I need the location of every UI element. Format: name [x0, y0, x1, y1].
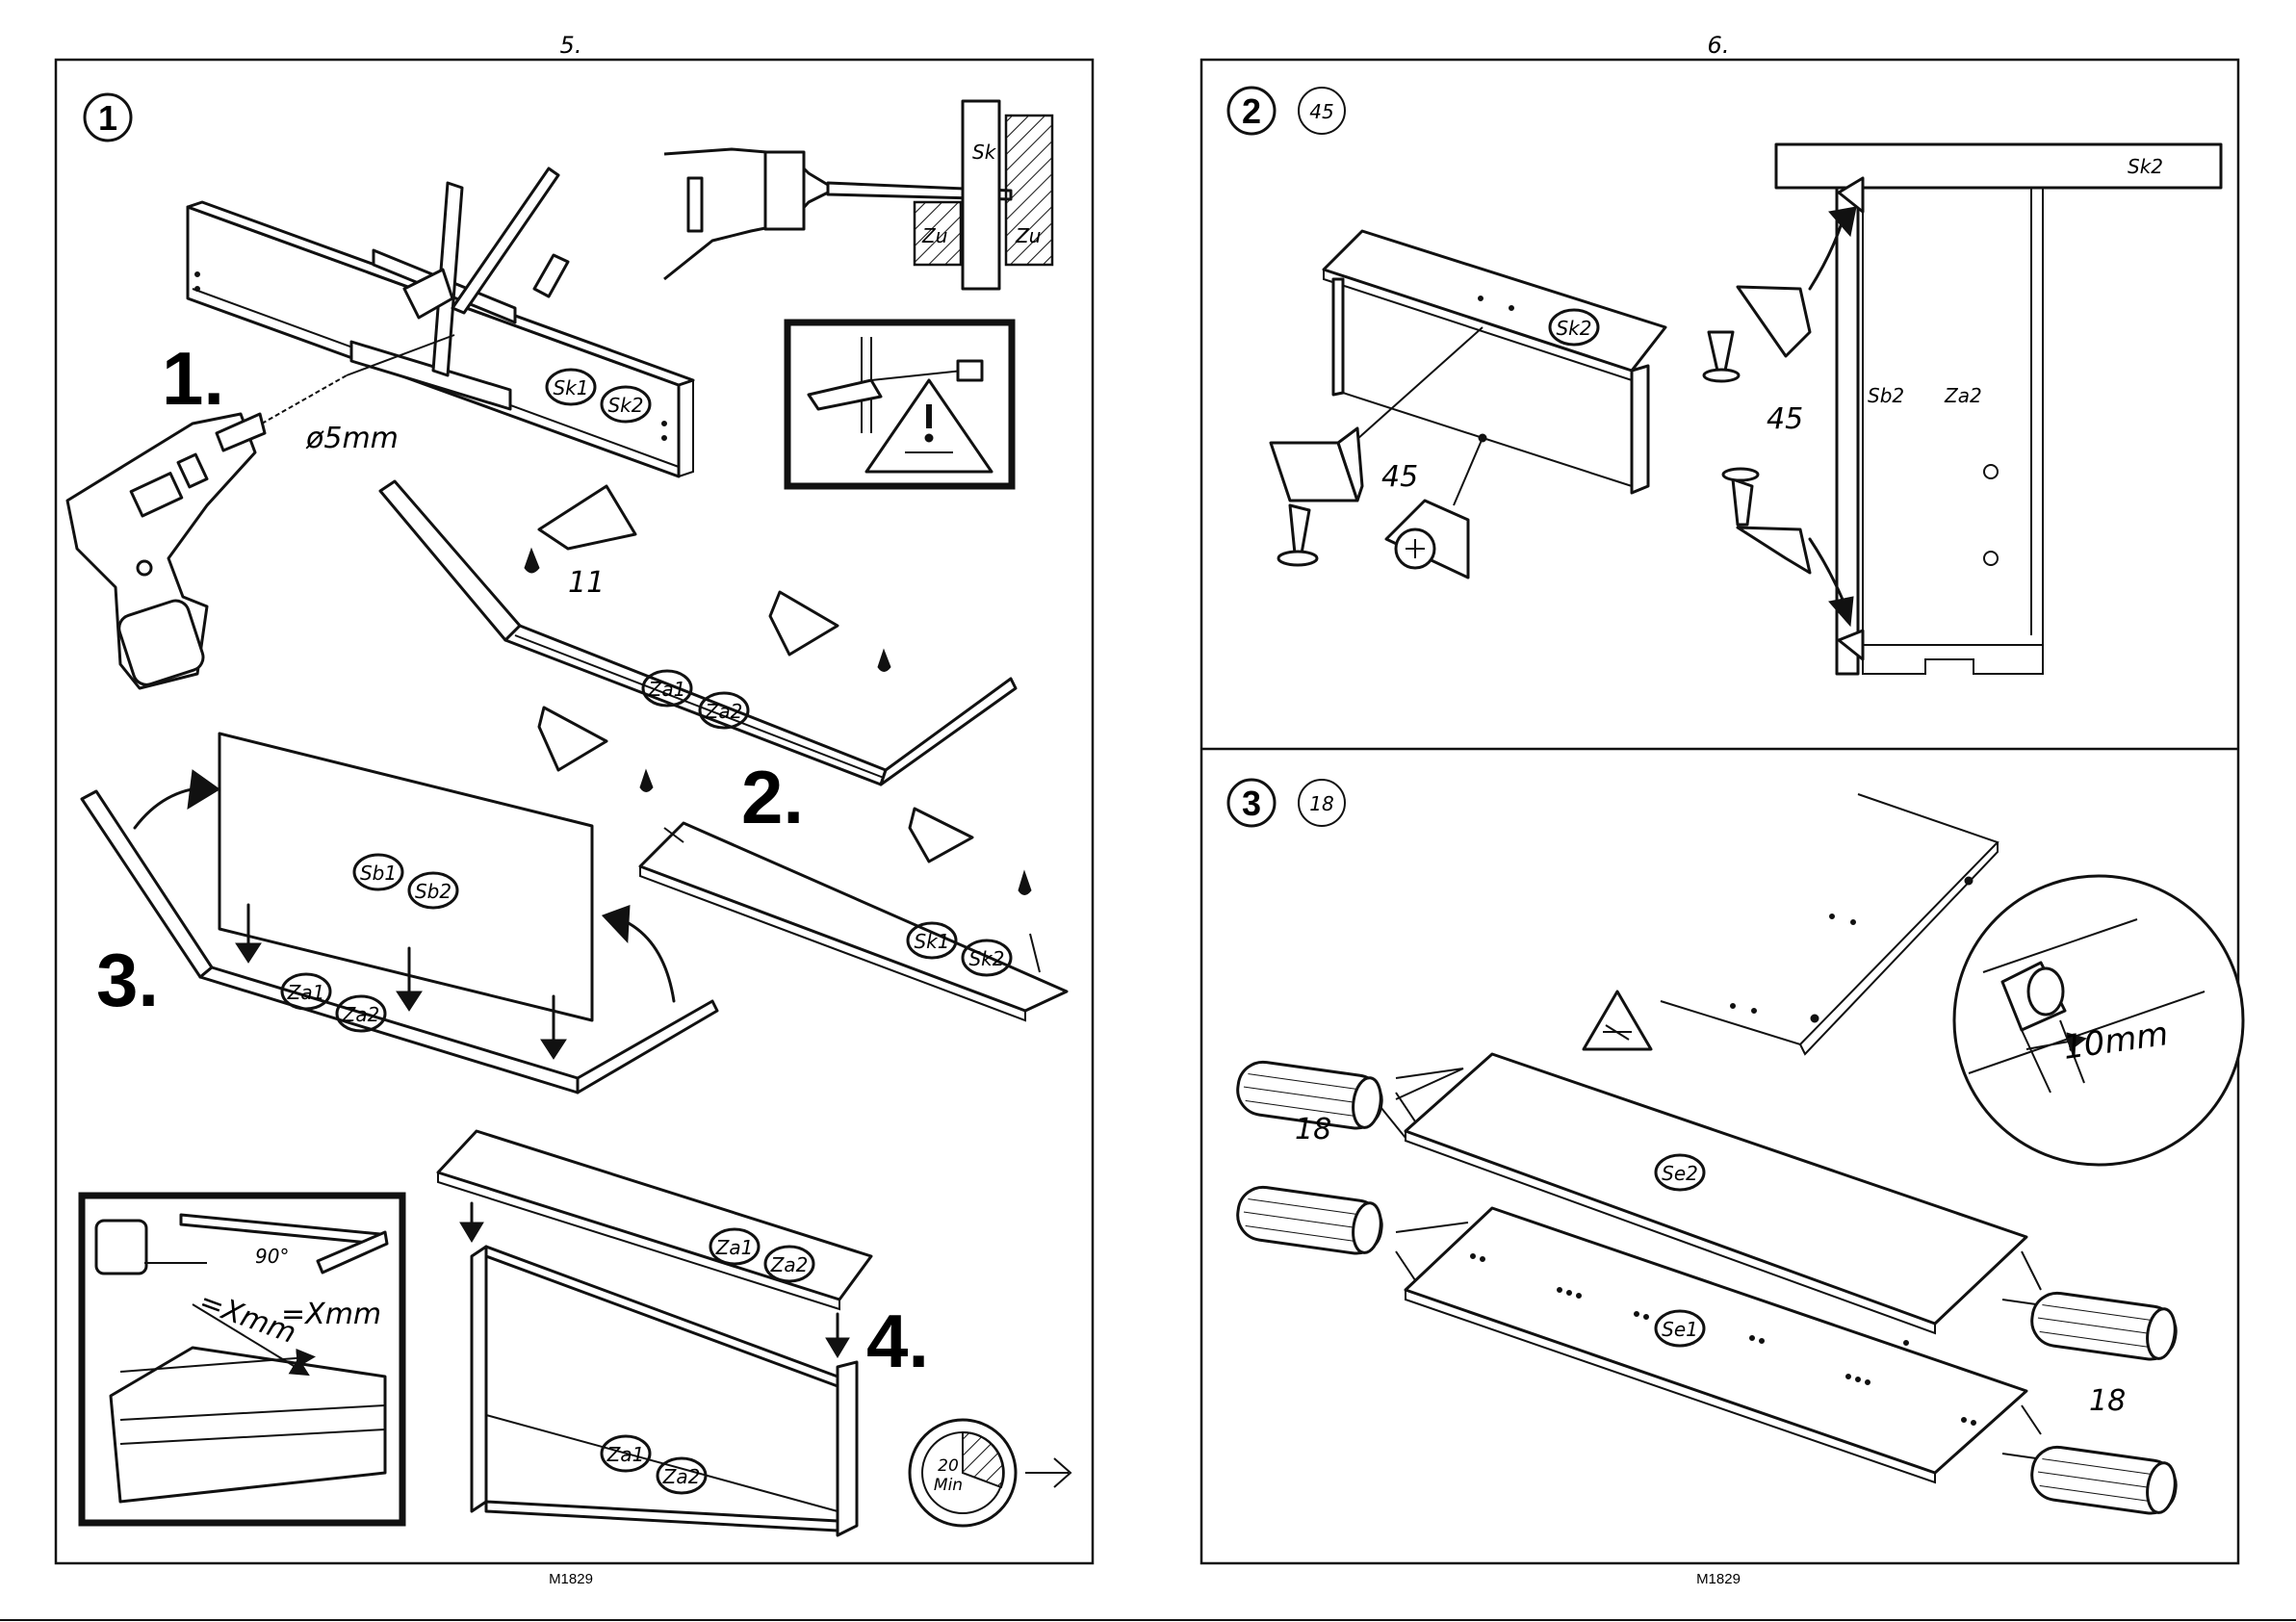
- part-label-za2: Za2: [700, 693, 748, 728]
- svg-text:Za2: Za2: [770, 1253, 809, 1276]
- angle-label: 90°: [255, 1245, 289, 1268]
- svg-text:Za1: Za1: [287, 981, 325, 1004]
- svg-text:Za2: Za2: [662, 1465, 701, 1488]
- svg-text:Za1: Za1: [715, 1236, 754, 1259]
- dowel-count-right: 18: [2089, 1384, 2126, 1418]
- svg-text:Sk1: Sk1: [553, 376, 588, 399]
- bracket-count-label-2: 45: [1767, 402, 1803, 436]
- substep-1: 1.: [162, 336, 224, 421]
- part-label-zu-right: Zu: [1015, 224, 1041, 247]
- step-badge-1: 1: [85, 94, 131, 141]
- svg-text:Za1: Za1: [606, 1443, 645, 1466]
- model-code: M1829: [1696, 1571, 1741, 1587]
- diagonal-2-label: =Xmm: [281, 1298, 381, 1331]
- warning-triangle-icon: [866, 380, 992, 472]
- part-label-za1-c: Za1: [602, 1436, 650, 1471]
- part-label-za2-b: Za2: [337, 996, 385, 1031]
- frame-za-illustration: [380, 481, 1016, 785]
- svg-text:1: 1: [98, 98, 117, 138]
- svg-text:Se1: Se1: [1662, 1318, 1698, 1341]
- part-label-za1-b: Za1: [282, 974, 330, 1009]
- part-label-sk1-board: Sk1: [908, 923, 956, 958]
- drill-detail-illustration: Sk Zu Zu: [664, 101, 1052, 289]
- svg-text:Sk1: Sk1: [914, 930, 949, 953]
- dowel-depth-detail: 10mm: [1954, 876, 2243, 1165]
- warning-triangle-icon: [1584, 991, 1651, 1049]
- svg-text:18: 18: [1309, 792, 1333, 815]
- part-label-zu-left: Zu: [921, 224, 947, 247]
- svg-text:Sk2: Sk2: [607, 394, 643, 417]
- arrow-right-icon: [1025, 1458, 1071, 1487]
- part-label-za2-c: Za2: [658, 1458, 706, 1493]
- substep-4: 4.: [866, 1299, 929, 1383]
- back-panel-illustration: [82, 734, 717, 1093]
- page-6: 6. M1829 2 45 Sk2: [1201, 32, 2243, 1587]
- bracket-count-label: 45: [1381, 460, 1418, 494]
- svg-text:Sb1: Sb1: [360, 862, 397, 885]
- part-label-sk2-detail: Sk2: [2128, 155, 2163, 178]
- svg-text:Sk2: Sk2: [1556, 317, 1591, 340]
- model-code: M1829: [549, 1571, 593, 1587]
- svg-text:Za1: Za1: [648, 678, 686, 701]
- cabinet-box-illustration: [1324, 231, 1665, 505]
- dowel-count-left: 18: [1295, 1113, 1331, 1146]
- page-5: 5. M1829 1 1. ø5mm: [56, 32, 1093, 1587]
- svg-text:Se2: Se2: [1662, 1162, 1698, 1185]
- top-frame-illustration: [438, 1131, 871, 1535]
- svg-text:Min: Min: [934, 1476, 963, 1495]
- part-label-za1: Za1: [643, 671, 691, 706]
- svg-text:20: 20: [938, 1456, 959, 1476]
- step-badge-3: 3 18: [1228, 780, 1345, 826]
- page-number: 5.: [560, 32, 582, 59]
- part-label-za2: Za2: [1944, 384, 1982, 407]
- timer-icon: 20 Min: [910, 1420, 1016, 1526]
- svg-text:Sb2: Sb2: [415, 880, 451, 903]
- svg-text:Sk2: Sk2: [968, 947, 1004, 970]
- part-label-sk2-board: Sk2: [963, 940, 1011, 975]
- glue-count: 11: [568, 566, 605, 600]
- substep-3: 3.: [96, 938, 159, 1022]
- page-number: 6.: [1708, 32, 1730, 59]
- part-label-sb2: Sb2: [1868, 384, 1904, 407]
- svg-text:Za2: Za2: [342, 1003, 380, 1026]
- svg-text:Za2: Za2: [705, 700, 743, 723]
- side-panel-illustration: [1584, 794, 1998, 1054]
- part-label-sk: Sk: [972, 141, 997, 164]
- svg-text:45: 45: [1309, 100, 1333, 123]
- substep-2: 2.: [741, 755, 804, 839]
- measuring-tape-icon: [96, 1221, 207, 1274]
- bottom-board-illustration: [640, 823, 1067, 1020]
- warning-box: [787, 322, 1012, 486]
- drill-size-label: ø5mm: [305, 422, 399, 455]
- square-check-inset: 90° =Xmm =Xmm: [82, 1196, 402, 1523]
- svg-text:3: 3: [1242, 784, 1261, 823]
- svg-text:2: 2: [1242, 91, 1261, 131]
- step-badge-2: 2 45: [1228, 88, 1345, 134]
